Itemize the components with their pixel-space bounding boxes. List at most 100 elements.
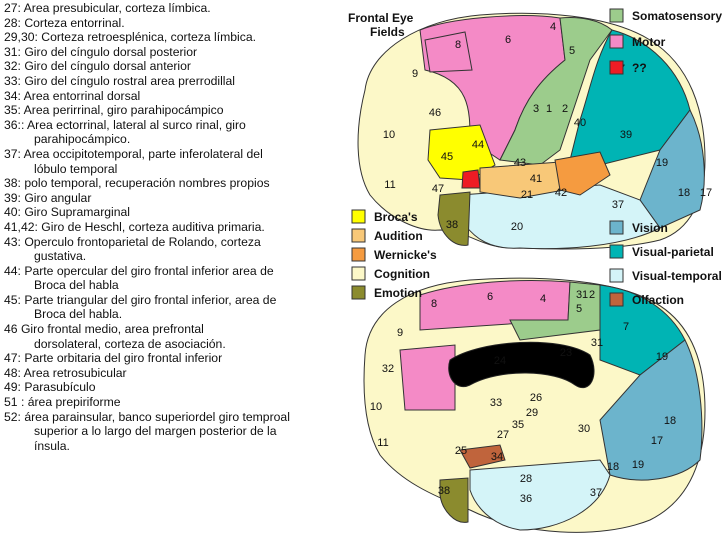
medial-region-label: 3 — [576, 289, 582, 301]
legend-label: Vision — [632, 221, 668, 235]
definition-line: 35: Area perirrinal, giro parahipocámpic… — [4, 103, 224, 118]
definition-line: 28: Corteza entorrinal. — [4, 15, 125, 30]
medial-region-label: 34 — [491, 451, 503, 463]
legend-label: Cognition — [374, 267, 430, 281]
lateral-region-label: 21 — [521, 189, 533, 201]
definitions-panel: 27: Area presubicular, corteza límbica.2… — [4, 1, 334, 453]
medial-region-label: 27 — [497, 429, 509, 441]
lateral-region-label: 42 — [555, 187, 567, 199]
definition-line: 46 Giro frontal medio, area prefrontal — [4, 322, 204, 337]
lateral-region-label: 19 — [656, 157, 668, 169]
definition-line: 51 : área prepiriforme — [4, 395, 121, 410]
definition-line: 49: Parasubículo — [4, 380, 96, 395]
medial-region-label: 24 — [494, 355, 506, 367]
lateral-region-label: 20 — [511, 221, 523, 233]
legend-label: Wernicke's — [374, 248, 437, 262]
lateral-region-label: 18 — [678, 187, 690, 199]
medial-region-label: 32 — [382, 363, 394, 375]
medial-region-label: 4 — [540, 293, 546, 305]
medial-region-label: 17 — [651, 435, 663, 447]
lateral-region-label: 11 — [384, 179, 395, 191]
medial-region-label: 23 — [560, 347, 572, 359]
definition-line: 52: área parainsular, banco superiordel … — [4, 409, 290, 424]
definition-line: gustativa. — [34, 249, 87, 264]
medial-region-label: 28 — [520, 473, 532, 485]
legend-swatch — [351, 228, 366, 243]
corpus-callosum — [448, 341, 595, 388]
definition-line: dorsolateral, corteza de asociación. — [34, 336, 226, 351]
medial-region-label: 37 — [590, 487, 602, 499]
lateral-region-label: 39 — [620, 129, 632, 141]
medial-region-label: 18 — [664, 415, 676, 427]
legend-label: Somatosensory — [632, 9, 722, 23]
legend-swatch — [609, 292, 624, 307]
definition-line: 40: Giro Supramarginal — [4, 205, 130, 220]
legend-left: Broca'sAuditionWernicke'sCognitionEmotio… — [351, 209, 437, 300]
legend-swatch — [609, 244, 624, 259]
definition-line: superior a lo largo del margen posterior… — [34, 424, 277, 439]
definition-line: 47: Parte orbitaria del giro frontal inf… — [4, 351, 223, 366]
lateral-region-label: 4 — [550, 21, 556, 33]
lateral-region-label: 1 — [546, 103, 552, 115]
medial-region-label: 1 — [582, 289, 588, 301]
medial-region-label: 5 — [576, 303, 582, 315]
definition-line: 32: Giro del cíngulo dorsal anterior — [4, 59, 191, 74]
lateral-region-label: 6 — [505, 34, 511, 46]
medial-region-label: 26 — [530, 392, 542, 404]
region-wernicke-lateral — [554, 151, 611, 196]
legend-label: Visual-temporal — [632, 269, 722, 283]
legend-swatch — [609, 220, 624, 235]
region-olfaction-medial — [459, 444, 506, 469]
medial-region-label: 36 — [520, 493, 532, 505]
lateral-region-label: 45 — [441, 151, 453, 163]
definition-line: 33: Giro del cíngulo rostral area prerro… — [4, 73, 235, 88]
definition-line: 41,42: Giro de Heschl, corteza auditiva … — [4, 219, 265, 234]
region-emotion-medial — [439, 477, 469, 523]
definition-line: 39: Giro angular — [4, 190, 92, 205]
legend-swatch — [609, 60, 624, 75]
legend-label: Visual-parietal — [632, 245, 714, 259]
lateral-region-label: 10 — [383, 129, 395, 141]
region-somatosensory-lateral — [499, 17, 613, 166]
lateral-region-label: 37 — [612, 199, 624, 211]
lateral-region-label: 38 — [446, 219, 458, 231]
definition-line: ínsula. — [34, 438, 70, 453]
lateral-region-label: 46 — [429, 107, 441, 119]
region-frontal-eye-fields — [424, 31, 473, 73]
definition-line: 48: Area retrosubicular — [4, 365, 127, 380]
definition-line: 36:: Area ectorrinal, lateral al surco r… — [4, 117, 246, 132]
medial-region-label: 35 — [512, 419, 524, 431]
legend-label: ?? — [632, 61, 647, 75]
region-visual-temporal-medial — [469, 459, 611, 531]
medial-region-label: 11 — [377, 437, 388, 449]
legend-label: Audition — [374, 229, 423, 243]
legend-swatch — [609, 34, 624, 49]
region-emotion-lateral — [437, 191, 471, 246]
medial-region-label: 29 — [526, 407, 538, 419]
definition-line: Broca del habla. — [34, 307, 123, 322]
lateral-region-label: 9 — [412, 68, 418, 80]
region-motor-medial-frontal — [399, 344, 456, 411]
medial-region-label: 19 — [632, 459, 644, 471]
legend-label: Olfaction — [632, 293, 684, 307]
legend-swatch — [609, 268, 624, 283]
medial-region-label: 30 — [578, 423, 590, 435]
legend-swatch — [609, 8, 624, 23]
definition-line: 44: Parte opercular del giro frontal inf… — [4, 263, 274, 278]
medial-region-label: 19 — [656, 351, 668, 363]
lateral-region-label: 44 — [472, 139, 484, 151]
definition-line: lóbulo temporal — [34, 161, 118, 176]
legend-swatch — [351, 285, 366, 300]
definition-line: 27: Area presubicular, corteza límbica. — [4, 1, 211, 15]
legend-label: Broca's — [374, 210, 418, 224]
legend-swatch — [351, 247, 366, 262]
medial-region-label: 7 — [623, 321, 629, 333]
definition-line: 43: Operculo frontoparietal de Rolando, … — [4, 234, 261, 249]
legend-right-bottom: VisionVisual-parietalVisual-temporalOlfa… — [609, 220, 722, 307]
medial-region-label: 10 — [370, 401, 382, 413]
medial-region-label: 25 — [455, 445, 467, 457]
region-unknown-lateral — [461, 169, 481, 189]
